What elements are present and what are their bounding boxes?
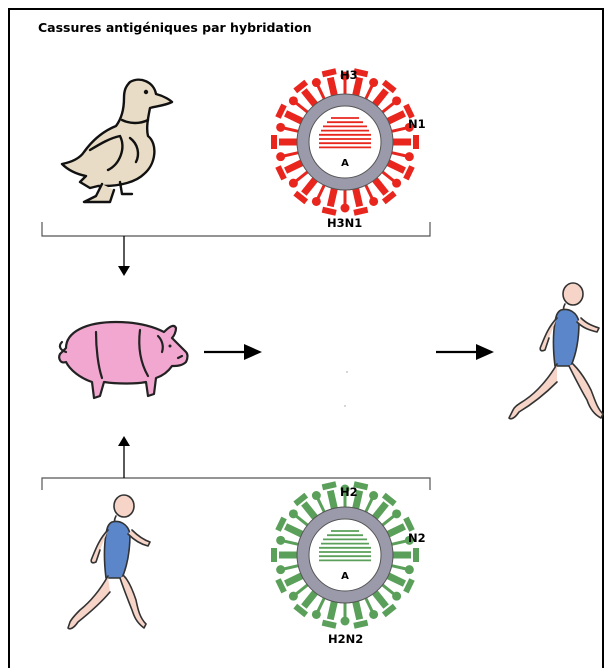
arrow-down-head xyxy=(118,266,130,276)
top-virus-h-spike xyxy=(304,180,315,194)
top-virus-h-spike-tip xyxy=(413,135,419,149)
virus-icon-bottom: A xyxy=(271,481,419,628)
top-virus-n-spike-head xyxy=(276,123,285,132)
bottom-virus-n-spike-head xyxy=(276,565,285,574)
arrow-up-head xyxy=(118,436,130,446)
diagram-canvas: A A xyxy=(0,0,609,651)
duck-icon xyxy=(62,80,172,202)
bottom-virus-h-spike xyxy=(304,593,315,607)
arrow-pig-to-center xyxy=(204,344,262,360)
bottom-virus-h-spike xyxy=(375,503,386,517)
bottom-virus-h-spike xyxy=(388,576,404,584)
bottom-virus-n-spike-head xyxy=(369,491,378,500)
bottom-virus-h-spike xyxy=(286,526,302,534)
top-bracket xyxy=(42,222,430,236)
bottom-virus-h-spike-tip xyxy=(353,620,368,629)
top-virus-n-spike-head xyxy=(392,179,401,188)
top-virus-n-spike-head xyxy=(312,78,321,87)
bottom-virus-h-spike xyxy=(388,526,404,534)
bottom-virus-h-spike xyxy=(304,503,315,517)
bottom-virus-n-spike-head xyxy=(392,592,401,601)
top-virus-n-spike-head xyxy=(369,78,378,87)
bottom-virus-n-label: N2 xyxy=(408,531,426,545)
top-virus-h-spike xyxy=(375,90,386,104)
runner-icon-left xyxy=(68,495,150,629)
top-virus-h-label: H3 xyxy=(340,68,358,82)
bottom-virus-n-spike-head xyxy=(276,536,285,545)
virus-icon-top: A xyxy=(271,68,419,215)
bottom-virus-h-spike xyxy=(356,602,360,620)
bottom-virus-h-spike-tip xyxy=(322,620,337,629)
top-virus-n-spike-head xyxy=(312,197,321,206)
top-virus-h-spike xyxy=(286,113,302,121)
top-virus-n-spike-head xyxy=(289,179,298,188)
top-virus-n-spike-head xyxy=(289,96,298,105)
bottom-virus-n-spike-head xyxy=(369,610,378,619)
top-virus-h-spike-tip xyxy=(322,68,337,77)
bottom-virus-n-spike-head xyxy=(312,491,321,500)
top-virus-h-spike xyxy=(304,90,315,104)
bottom-virus-h-spike xyxy=(330,491,334,509)
bottom-virus-n-spike-head xyxy=(289,509,298,518)
bottom-virus-n-spike-head xyxy=(405,565,414,574)
bottom-virus-h-spike xyxy=(330,602,334,620)
top-virus-core-label: A xyxy=(341,158,349,169)
top-virus-h-spike xyxy=(330,189,334,207)
top-virus-name: H3N1 xyxy=(327,216,362,230)
top-virus-n-spike-head xyxy=(369,197,378,206)
top-virus-h-spike xyxy=(388,113,404,121)
bottom-virus-h-spike xyxy=(375,593,386,607)
bottom-virus-h-label: H2 xyxy=(340,485,358,499)
bottom-virus-n-spike-head xyxy=(289,592,298,601)
top-virus-n-label: N1 xyxy=(408,117,426,131)
bottom-virus-h-spike xyxy=(286,576,302,584)
bottom-virus-n-spike-head xyxy=(312,610,321,619)
bottom-virus-name: H2N2 xyxy=(328,632,363,646)
runner-icon-right xyxy=(509,283,603,419)
bottom-virus-n-spike-head xyxy=(341,617,350,626)
top-virus-h-spike-tip xyxy=(353,207,368,216)
bottom-virus-core-label: A xyxy=(341,571,349,582)
top-virus-h-spike xyxy=(388,163,404,171)
bottom-virus-h-spike-tip xyxy=(322,481,337,490)
arrow-center-to-human xyxy=(436,344,494,360)
bottom-virus-n-spike-head xyxy=(392,509,401,518)
top-virus-h-spike xyxy=(375,180,386,194)
bottom-virus-h-spike-tip xyxy=(271,548,277,562)
top-virus-n-spike-head xyxy=(392,96,401,105)
top-virus-h-spike-tip xyxy=(322,207,337,216)
top-virus-n-spike-head xyxy=(405,152,414,161)
bottom-bracket xyxy=(42,478,430,490)
top-virus-h-spike xyxy=(286,163,302,171)
bottom-virus-h-spike-tip xyxy=(413,548,419,562)
top-virus-h-spike-tip xyxy=(271,135,277,149)
top-virus-h-spike xyxy=(356,189,360,207)
top-virus-h-spike xyxy=(330,78,334,96)
pig-icon xyxy=(59,322,187,398)
top-virus-n-spike-head xyxy=(276,152,285,161)
top-virus-n-spike-head xyxy=(341,204,350,213)
